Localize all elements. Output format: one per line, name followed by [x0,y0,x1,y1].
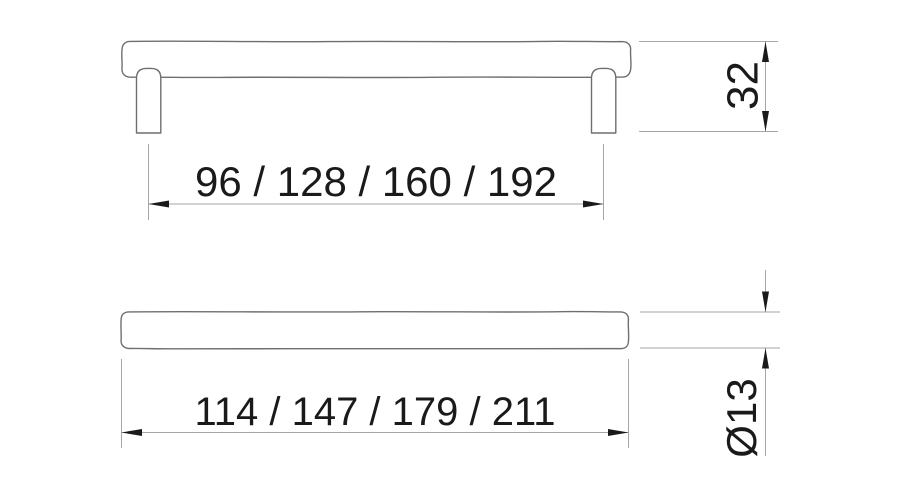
arrowhead-up-icon [762,41,769,62]
arrowhead-down-icon [762,291,769,312]
top-view-bar [120,310,630,350]
overall-length-dimension: 114 / 147 / 179 / 211 [121,359,629,448]
arrowhead-down-icon [762,111,769,132]
arrowhead-left-icon [121,429,142,436]
top-view: 114 / 147 / 179 / 211 Ø13 [120,270,780,458]
overall-length-label: 114 / 147 / 179 / 211 [194,390,555,434]
front-view: 96 / 128 / 160 / 192 32 [121,40,778,220]
arrowhead-right-icon [608,429,629,436]
hole-spacing-dimension: 96 / 128 / 160 / 192 [148,144,604,220]
arrowhead-right-icon [583,200,604,208]
height-label: 32 [719,61,768,110]
height-dimension: 32 [639,41,778,132]
arrowhead-left-icon [148,200,169,208]
hole-spacing-label: 96 / 128 / 160 / 192 [195,158,557,205]
diameter-label: Ø13 [718,378,765,457]
arrowhead-up-icon [762,348,769,369]
front-view-left-post [135,67,162,134]
front-view-right-post [590,67,617,134]
front-view-bar [121,40,632,79]
diameter-dimension: Ø13 [640,270,780,458]
